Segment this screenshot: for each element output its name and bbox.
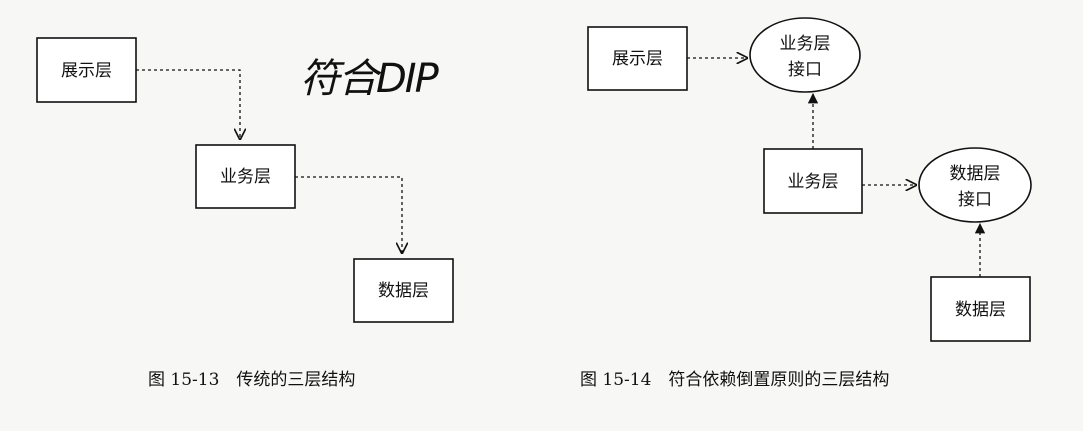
business-interface-label-line1: 业务层 xyxy=(780,34,831,54)
right-presentation-label: 展示层 xyxy=(612,49,663,69)
handwritten-note: 符合DIP xyxy=(300,56,440,102)
right-data-box xyxy=(930,276,1031,342)
left-presentation-box xyxy=(36,37,137,103)
right-business-label: 业务层 xyxy=(788,172,839,192)
left-caption: 图 15-13 传统的三层结构 xyxy=(148,370,355,390)
data-interface-label-line1: 数据层 xyxy=(950,164,1001,184)
left-presentation-label: 展示层 xyxy=(61,61,112,81)
left-diagram: 展示层 业务层 数据层 符合DIP 图 15-13 传统的三层结构 xyxy=(36,37,454,390)
left-arrow-presentation-to-business xyxy=(136,69,240,139)
right-diagram: 展示层 业务层 接口 业务层 数据层 接口 数据层 图 15-14 符合依赖倒置… xyxy=(580,17,1032,390)
left-business-label: 业务层 xyxy=(220,167,271,187)
left-arrow-business-to-data xyxy=(295,176,402,253)
data-interface-label-line2: 接口 xyxy=(958,190,992,210)
left-data-box xyxy=(353,258,454,323)
left-business-box xyxy=(195,144,296,209)
right-caption: 图 15-14 符合依赖倒置原则的三层结构 xyxy=(580,370,889,390)
business-interface-ellipse xyxy=(749,17,861,93)
right-data-label: 数据层 xyxy=(955,300,1006,320)
right-business-box xyxy=(763,148,863,214)
business-interface-label-line2: 接口 xyxy=(788,60,822,80)
left-data-label: 数据层 xyxy=(378,281,429,301)
data-interface-ellipse xyxy=(918,147,1032,223)
